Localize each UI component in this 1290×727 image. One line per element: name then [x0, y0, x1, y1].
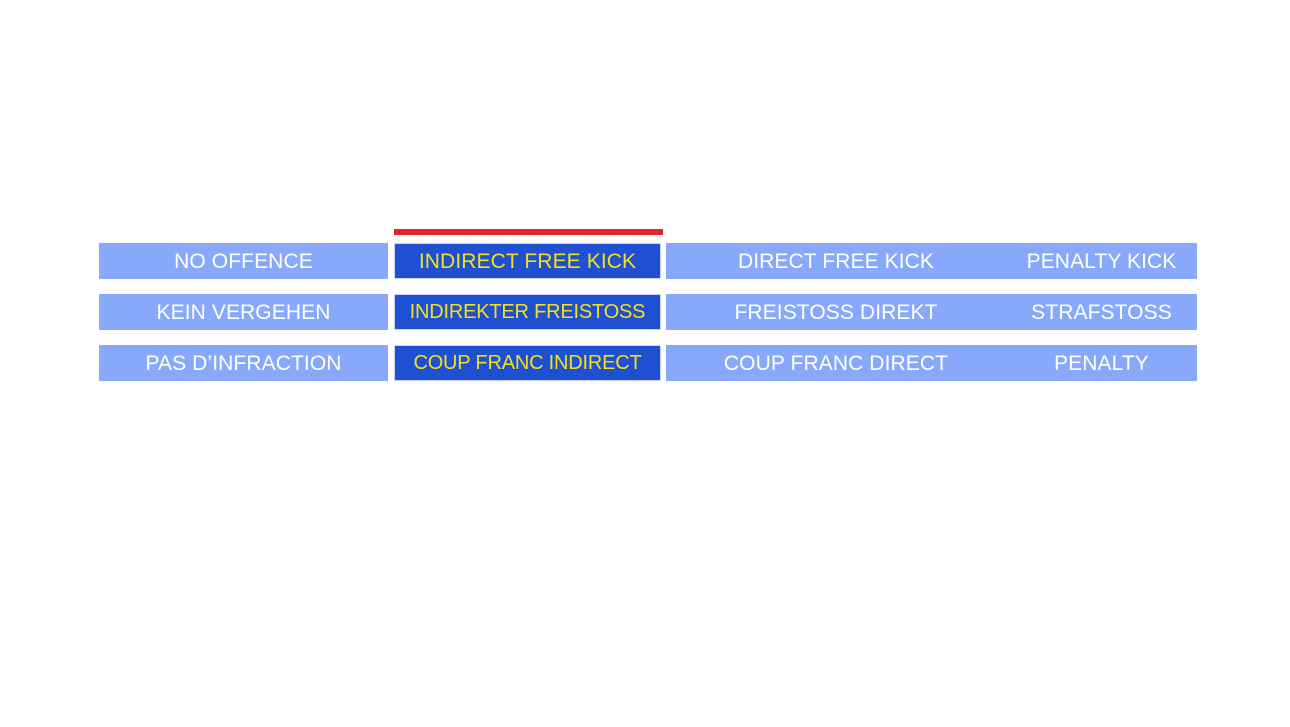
cell-indirect-free-kick-german[interactable]: INDIREKTER FREISTOSS	[394, 294, 661, 330]
cell-label: COUP FRANC DIRECT	[723, 351, 949, 375]
referee-signal-chart: NO OFFENCE INDIRECT FREE KICK DIRECT FRE…	[99, 229, 1197, 381]
cell-label: PENALTY KICK	[1026, 249, 1177, 273]
chart-row-english: NO OFFENCE INDIRECT FREE KICK DIRECT FRE…	[99, 243, 1197, 279]
cell-no-offence-french[interactable]: PAS D’INFRACTION	[99, 345, 388, 381]
cell-penalty-kick-german[interactable]: STRAFSTOSS	[1006, 294, 1197, 330]
cell-label: DIRECT FREE KICK	[737, 249, 935, 273]
chart-row-german: KEIN VERGEHEN INDIREKTER FREISTOSS FREIS…	[99, 294, 1197, 330]
cell-direct-free-kick-english[interactable]: DIRECT FREE KICK	[666, 243, 1006, 279]
cell-label: INDIREKTER FREISTOSS	[409, 301, 646, 323]
cell-label: PENALTY	[1054, 351, 1149, 375]
cell-penalty-kick-english[interactable]: PENALTY KICK	[1006, 243, 1197, 279]
cell-indirect-free-kick-english[interactable]: INDIRECT FREE KICK	[394, 243, 661, 279]
cell-group-direct-and-penalty-english[interactable]: DIRECT FREE KICK PENALTY KICK	[666, 243, 1197, 279]
cell-label: INDIRECT FREE KICK	[418, 249, 637, 273]
cell-indirect-free-kick-french[interactable]: COUP FRANC INDIRECT	[394, 345, 661, 381]
cell-label: NO OFFENCE	[174, 249, 313, 273]
cell-label: COUP FRANC INDIRECT	[413, 352, 642, 374]
red-indicator-bar	[394, 229, 663, 235]
chart-row-french: PAS D’INFRACTION COUP FRANC INDIRECT COU…	[99, 345, 1197, 381]
cell-label: KEIN VERGEHEN	[156, 300, 331, 324]
cell-penalty-kick-french[interactable]: PENALTY	[1006, 345, 1197, 381]
cell-label: PAS D’INFRACTION	[145, 351, 342, 375]
cell-no-offence-english[interactable]: NO OFFENCE	[99, 243, 388, 279]
cell-direct-free-kick-french[interactable]: COUP FRANC DIRECT	[666, 345, 1006, 381]
cell-label: FREISTOSS DIREKT	[734, 300, 938, 324]
cell-label: STRAFSTOSS	[1031, 300, 1172, 324]
cell-no-offence-german[interactable]: KEIN VERGEHEN	[99, 294, 388, 330]
cell-group-direct-and-penalty-german[interactable]: FREISTOSS DIREKT STRAFSTOSS	[666, 294, 1197, 330]
cell-direct-free-kick-german[interactable]: FREISTOSS DIREKT	[666, 294, 1006, 330]
cell-group-direct-and-penalty-french[interactable]: COUP FRANC DIRECT PENALTY	[666, 345, 1197, 381]
